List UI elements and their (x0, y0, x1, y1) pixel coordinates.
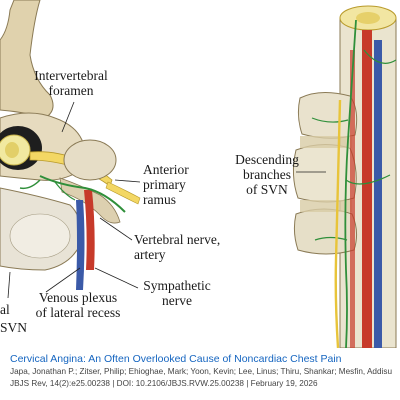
anatomy-illustration (0, 0, 397, 348)
right-panel-column (292, 5, 397, 348)
label-descending-branches-svn: Descending branches of SVN (235, 152, 299, 197)
label-intervertebral-foramen: Intervertebral foramen (34, 68, 108, 98)
figure-caption: Cervical Angina: An Often Overlooked Cau… (10, 352, 395, 390)
label-vertebral-nerve-artery: Vertebral nerve, artery (134, 232, 221, 262)
label-anterior-primary-ramus: Anterior primary ramus (143, 162, 189, 207)
label-sympathetic-nerve: Sympathetic nerve (143, 278, 211, 308)
article-authors: Japa, Jonathan P.; Zitser, Philip; Ehiog… (10, 367, 393, 376)
label-venous-plexus: Venous plexus of lateral recess (35, 290, 121, 320)
left-panel-vertebra (0, 0, 141, 299)
label-partial-svn: SVN (0, 320, 28, 335)
label-partial-al: al (0, 302, 10, 317)
article-title-link[interactable]: Cervical Angina: An Often Overlooked Cau… (10, 353, 342, 365)
anatomy-figure: Intervertebral foramen Anterior primary … (0, 0, 397, 348)
article-citation: JBJS Rev, 14(2):e25.00238 | DOI: 10.2106… (10, 379, 318, 388)
